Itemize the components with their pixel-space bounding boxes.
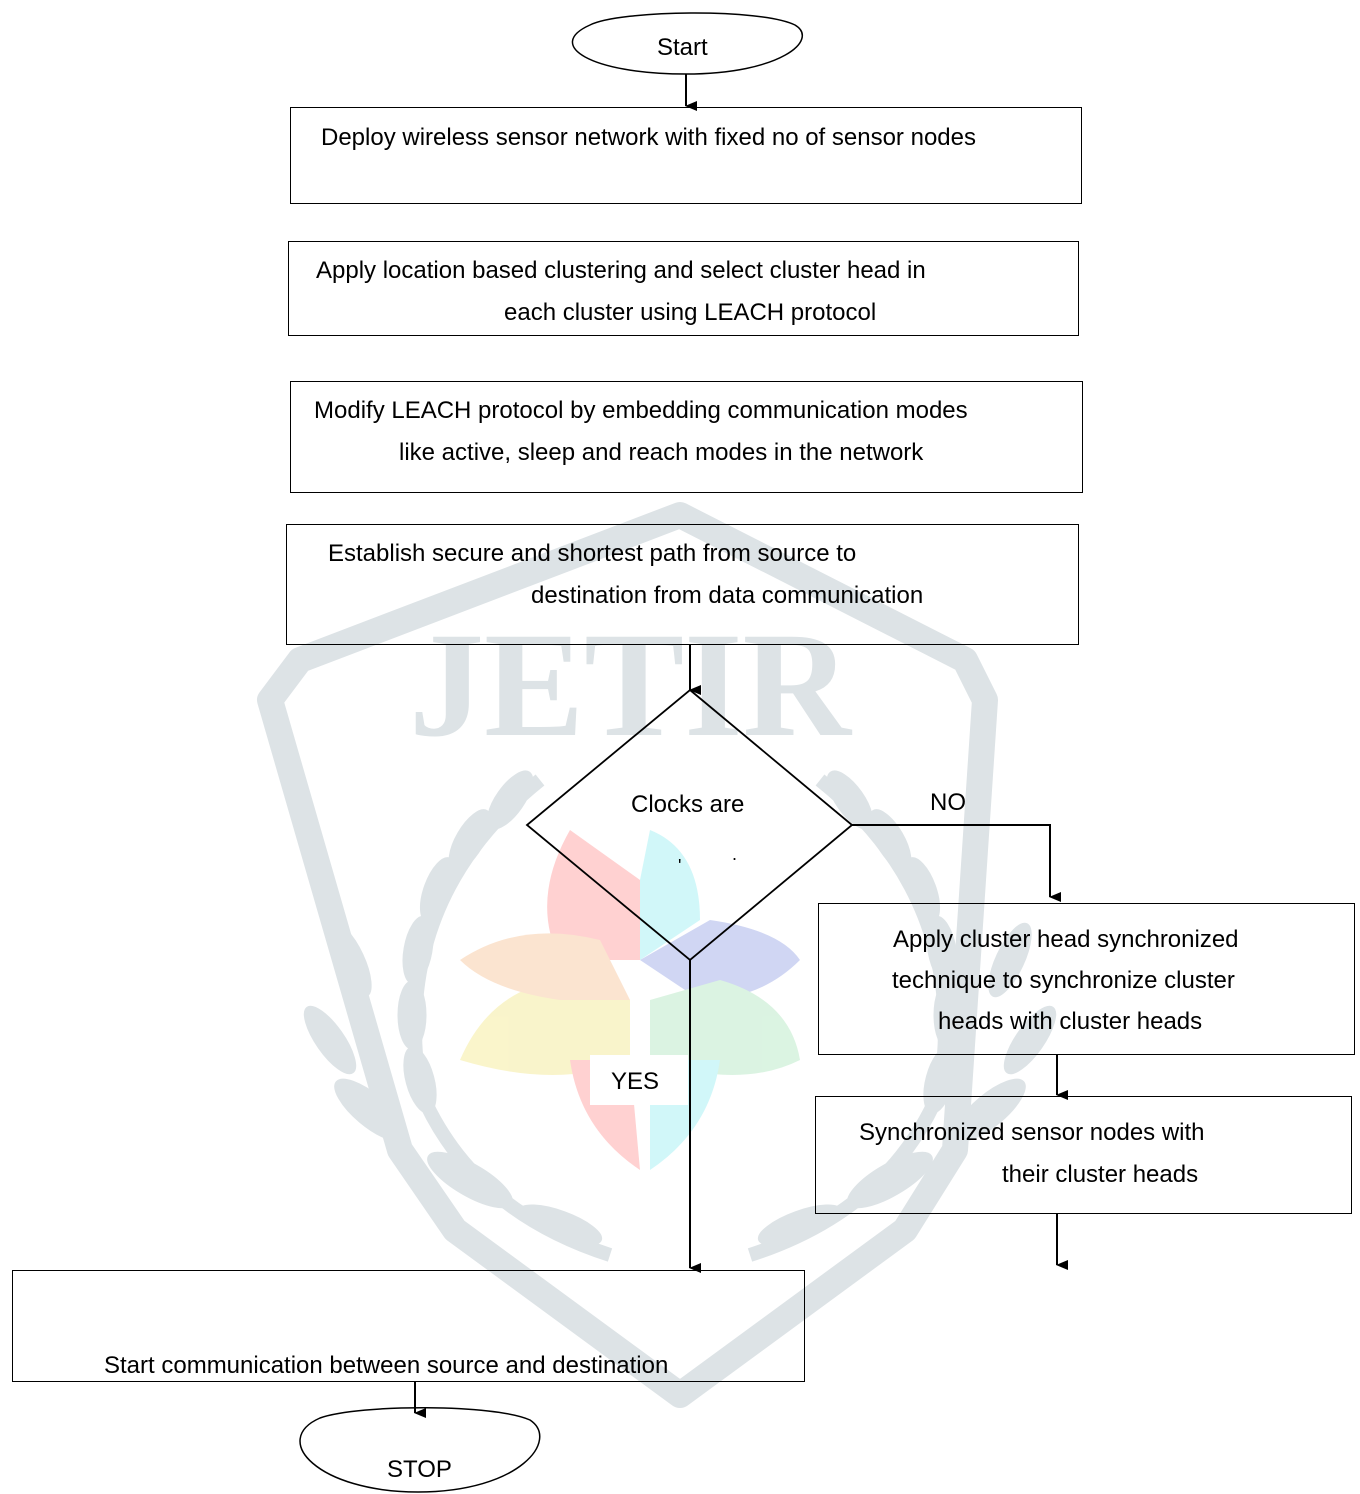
watermark-shield	[257, 502, 998, 1408]
stop-terminal	[299, 1406, 541, 1493]
step2-box	[288, 241, 1079, 336]
decision-diamond	[525, 688, 854, 962]
watermark-petals	[460, 830, 800, 1170]
stop-label: STOP	[387, 1456, 452, 1483]
watermark-laurel-left	[303, 770, 613, 1262]
step2-text-line1: Apply location based clustering and sele…	[316, 257, 926, 284]
start-label: Start	[657, 34, 708, 61]
sync2-box	[815, 1096, 1352, 1214]
step3-text-line1: Modify LEACH protocol by embedding commu…	[314, 397, 968, 424]
no-label: NO	[930, 789, 966, 816]
sync2-text-line1: Synchronized sensor nodes with	[859, 1119, 1205, 1146]
sync1-box	[818, 903, 1355, 1055]
step1-text: Deploy wireless sensor network with fixe…	[321, 124, 976, 151]
step1-box	[290, 107, 1082, 204]
sync2-text-line2: their cluster heads	[1002, 1161, 1199, 1188]
sync1-text-line2: technique to synchronize cluster	[892, 967, 1235, 994]
yes-label: YES	[611, 1068, 660, 1095]
watermark-text: JETIR	[409, 602, 852, 768]
final-box	[12, 1270, 805, 1382]
decision-tick-2: .	[732, 844, 737, 864]
step3-box	[290, 381, 1083, 493]
step4-text-line2: destination from data communication	[531, 582, 924, 609]
step2-text-line2: each cluster using LEACH protocol	[504, 299, 877, 326]
step4-box	[286, 524, 1079, 645]
step4-text-line1: Establish secure and shortest path from …	[328, 540, 857, 567]
sync1-text-line3: heads with cluster heads	[938, 1008, 1203, 1035]
decision-text: Clocks are	[631, 791, 745, 818]
connector-no-branch	[852, 824, 1061, 902]
sync1-text-line1: Apply cluster head synchronized	[893, 926, 1239, 953]
start-terminal	[571, 12, 803, 75]
final-text: Start communication between source and d…	[104, 1352, 669, 1379]
decision-tick-1: '	[678, 856, 681, 876]
yes-label-backdrop	[590, 1055, 688, 1105]
step3-text-line2: like active, sleep and reach modes in th…	[399, 439, 924, 466]
